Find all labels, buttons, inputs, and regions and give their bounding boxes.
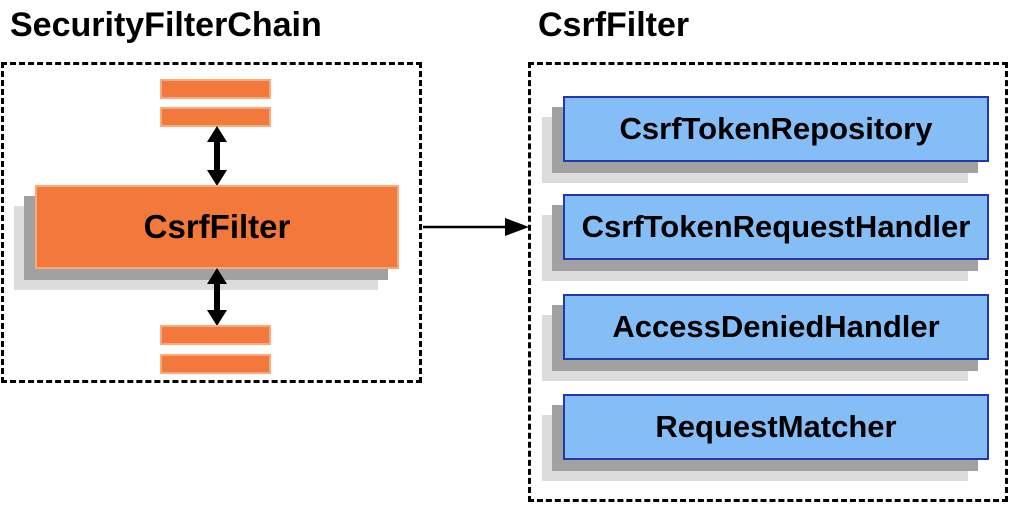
- csrf-token-request-handler-box: CsrfTokenRequestHandler: [563, 194, 989, 260]
- security-filter-chain-title: SecurityFilterChain: [10, 6, 322, 44]
- component-label: RequestMatcher: [655, 409, 897, 444]
- component-label: AccessDeniedHandler: [612, 309, 940, 344]
- filter-placeholder-bar: [160, 325, 271, 345]
- bidirectional-arrow-icon: [207, 126, 227, 186]
- flow-arrow-icon: [423, 218, 529, 236]
- csrf-filter-panel-title: CsrfFilter: [538, 6, 690, 44]
- csrf-token-repository-box: CsrfTokenRepository: [563, 96, 989, 162]
- csrf-filter-panel: CsrfTokenRepository CsrfTokenRequestHand…: [528, 62, 1008, 502]
- request-matcher-box: RequestMatcher: [563, 394, 989, 460]
- csrf-filter-box: CsrfFilter: [35, 185, 399, 269]
- filter-placeholder-bar: [160, 107, 271, 127]
- filter-placeholder-bar: [160, 79, 271, 99]
- component-label: CsrfTokenRepository: [619, 111, 933, 146]
- security-filter-chain-panel: CsrfFilter: [1, 62, 422, 383]
- component-label: CsrfTokenRequestHandler: [581, 209, 971, 244]
- bidirectional-arrow-icon: [207, 268, 227, 326]
- csrf-filter-box-label: CsrfFilter: [143, 208, 291, 245]
- filter-placeholder-bar: [160, 354, 271, 374]
- access-denied-handler-box: AccessDeniedHandler: [563, 294, 989, 360]
